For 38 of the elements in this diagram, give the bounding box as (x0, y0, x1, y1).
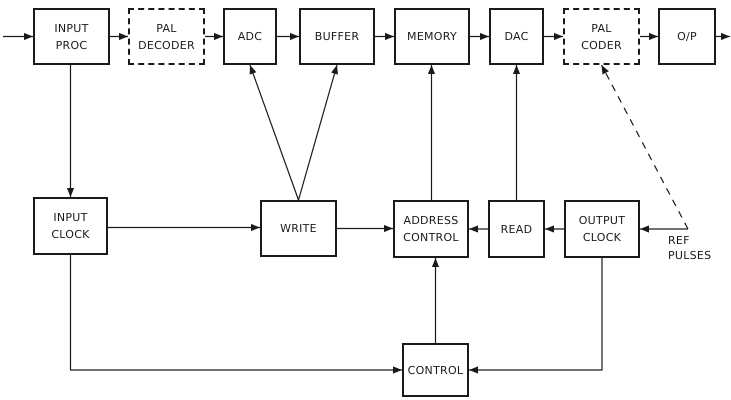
arrow (469, 258, 603, 374)
arrow (428, 65, 436, 200)
process-block: DAC (489, 8, 544, 65)
process-block: BUFFER (299, 8, 375, 65)
signal-label: REF PULSES (668, 233, 726, 263)
arrow (3, 32, 33, 40)
arrow (205, 32, 223, 40)
arrow (544, 32, 563, 40)
arrow (375, 32, 394, 40)
process-block: OUTPUT CLOCK (564, 200, 640, 258)
arrow (337, 224, 393, 232)
arrow (512, 65, 520, 200)
process-block: ADDRESS CONTROL (393, 200, 469, 258)
process-block: WRITE (260, 200, 337, 257)
arrow (249, 64, 300, 200)
arrow (545, 225, 564, 233)
arrow (470, 32, 489, 40)
arrow (277, 32, 299, 40)
process-block: INPUT CLOCK (33, 197, 108, 255)
process-block: O/P (658, 8, 716, 65)
dashed-block: PAL DECODER (128, 8, 205, 65)
arrow (716, 32, 730, 40)
arrow (640, 32, 658, 40)
arrow (110, 32, 128, 40)
arrow (640, 225, 688, 233)
arrow (298, 64, 338, 200)
arrow (469, 225, 488, 233)
process-block: CONTROL (402, 343, 469, 397)
arrow (108, 224, 260, 232)
process-block: INPUT PROC (33, 8, 110, 65)
dashed-arrow (600, 64, 689, 230)
arrow (66, 65, 74, 197)
arrow (70, 255, 402, 374)
process-block: ADC (223, 8, 277, 65)
arrow (432, 258, 440, 343)
dashed-block: PAL CODER (563, 8, 640, 65)
process-block: MEMORY (394, 8, 470, 65)
process-block: READ (488, 200, 545, 258)
